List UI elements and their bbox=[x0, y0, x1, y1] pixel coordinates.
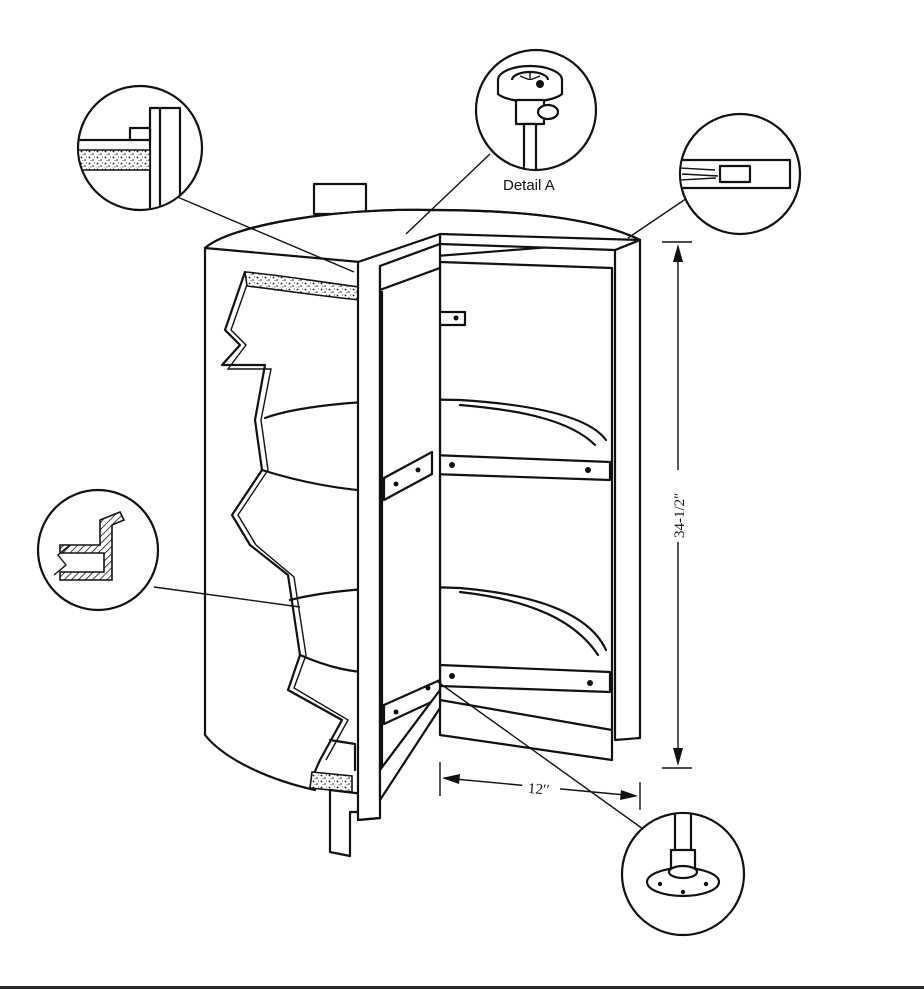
height-dimension: 34-1/2″ bbox=[662, 241, 692, 769]
lower-shelf-rail bbox=[438, 663, 612, 694]
cutaway-edge bbox=[220, 270, 344, 780]
upper-shelf bbox=[263, 398, 608, 442]
width-dimension-label: 12′′ bbox=[527, 781, 550, 799]
cabinet-body bbox=[203, 182, 642, 858]
detail-joint-circle bbox=[678, 112, 802, 236]
corner-door bbox=[356, 232, 642, 822]
detail-door-frame-circle bbox=[76, 84, 204, 212]
detail-shelf-edge-circle bbox=[36, 488, 160, 612]
bottom-insulation bbox=[309, 771, 353, 793]
width-dimension: 12′′ bbox=[439, 762, 641, 810]
cabinet-left-wall bbox=[203, 246, 317, 792]
top-insulation bbox=[244, 271, 361, 301]
door-right-leaf bbox=[613, 238, 642, 742]
bottom-rule bbox=[0, 986, 924, 989]
top-back-block bbox=[312, 182, 368, 216]
detail-pole-base-circle bbox=[620, 811, 746, 937]
lower-shelf bbox=[288, 586, 608, 652]
detail-a-label: Detail A bbox=[503, 177, 555, 194]
upper-shelf-rail bbox=[430, 453, 612, 482]
height-dimension-label: 34-1/2″ bbox=[672, 493, 688, 538]
door-mid-rail bbox=[382, 450, 434, 502]
detail-a-circle: Detail A bbox=[474, 48, 598, 194]
